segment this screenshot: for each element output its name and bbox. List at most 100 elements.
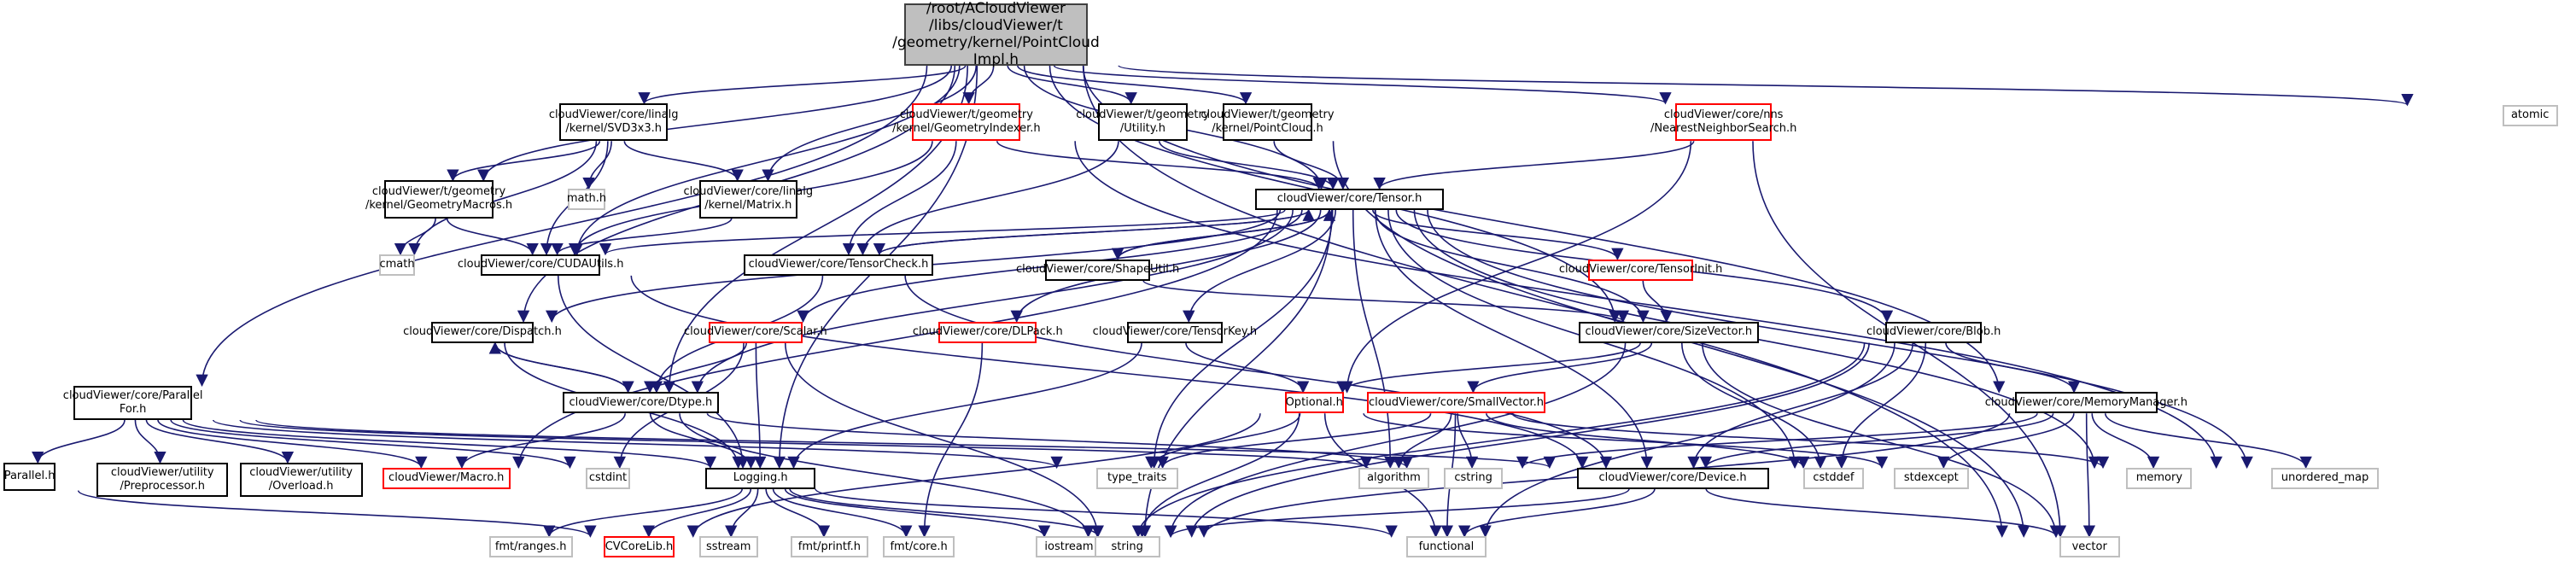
node-shapeutil[interactable]: cloudViewer/core/ShapeUtil.h: [1016, 259, 1179, 281]
node-dtype[interactable]: cloudViewer/core/Dtype.h: [563, 392, 719, 414]
edge-pfor-to-preproc: [134, 419, 166, 464]
edge-tkey-to-logging: [787, 342, 1142, 470]
edge-sizevec-to-optional: [1336, 342, 1641, 394]
edge-tinit-to-sizevec: [1642, 280, 1673, 324]
node-nns[interactable]: cloudViewer/core/nns /NearestNeighborSea…: [1650, 103, 1796, 142]
edge-tensor-to-cudautils: [599, 209, 1286, 256]
edge-tcheck-to-tensor: [879, 208, 1315, 255]
node-fmtranges: fmt/ranges.h: [488, 536, 573, 558]
node-cstring: cstring: [1444, 467, 1504, 489]
edge-tensor-to-umap: [1427, 209, 2253, 470]
edge-sizevec-to-cstddef: [1680, 342, 1827, 470]
edge-memmgr-to-memory: [2091, 413, 2160, 470]
edge-logging-to-sstream: [725, 488, 759, 538]
edge-tensor-to-typetraits: [1148, 209, 1334, 470]
node-tkey[interactable]: cloudViewer/core/TensorKey.h: [1093, 321, 1257, 343]
node-mathh: math.h: [567, 188, 606, 210]
node-kpc[interactable]: cloudViewer/t/geometry /kernel/PointClou…: [1200, 103, 1335, 142]
edge-sizevec-to-string: [1164, 342, 1627, 538]
edge-smallvec-to-algorithm: [1393, 413, 1452, 470]
edge-gindexer-to-tcheck: [842, 141, 957, 256]
node-parallel[interactable]: Parallel.h: [3, 462, 56, 491]
edge-root-to-svd: [638, 65, 967, 105]
edge-root-to-vector: [1083, 65, 2008, 538]
node-matrix[interactable]: cloudViewer/core/linalg /kernel/Matrix.h: [683, 180, 813, 219]
node-tinit[interactable]: cloudViewer/core/TensorInit.h: [1559, 259, 1722, 281]
edge-memmgr-to-vector: [2082, 413, 2096, 538]
edge-nns-to-optional: [1341, 141, 1692, 394]
node-tcheck[interactable]: cloudViewer/core/TensorCheck.h: [743, 254, 934, 276]
node-preproc[interactable]: cloudViewer/utility /Preprocessor.h: [96, 462, 229, 498]
edge-svd-to-matrix: [623, 141, 744, 182]
edge-gmacros-to-cudautils: [446, 218, 539, 256]
node-svd[interactable]: cloudViewer/core/linalg /kernel/SVD3x3.h: [549, 103, 679, 142]
edge-root-to-gindexer: [962, 65, 995, 105]
node-cstdint: cstdint: [586, 467, 630, 489]
node-sstream: sstream: [698, 536, 758, 558]
edge-svd-to-gmacros: [447, 140, 601, 182]
edge-logging-to-functional: [815, 487, 1398, 538]
node-pfor[interactable]: cloudViewer/core/Parallel For.h: [63, 385, 202, 420]
edge-logging-to-fmtcore: [772, 488, 913, 538]
edge-smallvec-to-typetraits: [1156, 412, 1432, 470]
edge-scalar-to-logging: [754, 342, 767, 470]
node-memmgr[interactable]: cloudViewer/core/MemoryManager.h: [1985, 392, 2188, 414]
edge-memmgr-to-cstring: [1516, 412, 2038, 470]
edge-device-to-functional: [1458, 488, 1656, 538]
node-sizevec[interactable]: cloudViewer/core/SizeVector.h: [1578, 321, 1759, 343]
edge-blob-to-cstddef: [1835, 342, 1927, 470]
edge-pfor-to-logging: [182, 419, 716, 470]
node-cvcorelib[interactable]: CVCoreLib.h: [604, 536, 675, 558]
edge-dtype-to-macro: [455, 413, 626, 470]
edge-smallvec-to-cstddef: [1486, 412, 1810, 470]
edge-logging-to-iostream: [784, 488, 1051, 538]
node-gutility[interactable]: cloudViewer/t/geometry /Utility.h: [1076, 103, 1210, 142]
edge-dtype-to-cstring: [706, 412, 1413, 470]
edge-root-to-cudautils: [570, 65, 961, 256]
edge-smallvec-to-cstring: [1457, 413, 1479, 470]
edge-cudautils-to-logging: [557, 275, 750, 470]
node-stdexcept: stdexcept: [1893, 467, 1969, 489]
edge-blob-to-iostream: [1131, 342, 1866, 538]
node-dlpack[interactable]: cloudViewer/core/DLPack.h: [913, 321, 1063, 343]
edge-sizevec-to-vector: [1701, 342, 2062, 538]
node-gindexer[interactable]: cloudViewer/t/geometry /kernel/GeometryI…: [892, 103, 1041, 142]
node-tensor[interactable]: cloudViewer/core/Tensor.h: [1255, 188, 1445, 210]
node-smallvec[interactable]: cloudViewer/core/SmallVector.h: [1366, 392, 1546, 414]
edge-tensor-to-tinit: [1372, 209, 1624, 261]
edge-dlpack-to-fmtcore: [918, 342, 984, 538]
node-optional[interactable]: Optional.h: [1284, 392, 1344, 414]
edge-tensor-to-device: [1375, 209, 1654, 470]
node-root[interactable]: /root/ACloudViewer /libs/cloudViewer/t /…: [892, 0, 1100, 69]
node-cmath: cmath: [378, 254, 416, 276]
node-logging[interactable]: Logging.h: [705, 467, 816, 489]
node-fmtcore: fmt/core.h: [882, 536, 955, 558]
node-cudautils[interactable]: cloudViewer/core/CUDAUtils.h: [458, 254, 623, 276]
node-dispatch[interactable]: cloudViewer/core/Dispatch.h: [403, 321, 562, 343]
edge-dtype-to-logging: [649, 413, 757, 470]
node-string: string: [1094, 536, 1160, 558]
node-blob[interactable]: cloudViewer/core/Blob.h: [1866, 321, 2001, 343]
edge-pfor-to-macro: [157, 419, 428, 470]
node-gmacros[interactable]: cloudViewer/t/geometry /kernel/GeometryM…: [365, 180, 512, 219]
node-fmtprintf: fmt/printf.h: [791, 536, 868, 558]
node-overload[interactable]: cloudViewer/utility /Overload.h: [239, 462, 363, 498]
edge-matrix-to-cudautils: [551, 218, 733, 256]
node-macro[interactable]: cloudViewer/Macro.h: [382, 467, 511, 489]
edge-pfor-to-cstdint: [170, 419, 576, 470]
edge-svd-to-cmath: [408, 141, 598, 256]
edge-logging-to-fmtranges: [543, 488, 743, 538]
edge-sizevec-to-smallvec: [1467, 342, 1653, 394]
node-scalar[interactable]: cloudViewer/core/Scalar.h: [684, 321, 827, 343]
edge-root-to-gutility: [1007, 65, 1137, 105]
edge-tensor-to-dlpack: [1010, 209, 1322, 324]
edge-svd-to-mathh: [582, 141, 612, 190]
edge-pfor-to-parallel: [32, 419, 126, 464]
edge-memmgr-to-umap: [2104, 413, 2312, 470]
node-device[interactable]: cloudViewer/core/Device.h: [1576, 467, 1769, 489]
edge-root-to-atomic: [1118, 65, 2413, 107]
edge-root-to-gmacros: [477, 65, 953, 182]
node-algorithm: algorithm: [1358, 467, 1429, 489]
